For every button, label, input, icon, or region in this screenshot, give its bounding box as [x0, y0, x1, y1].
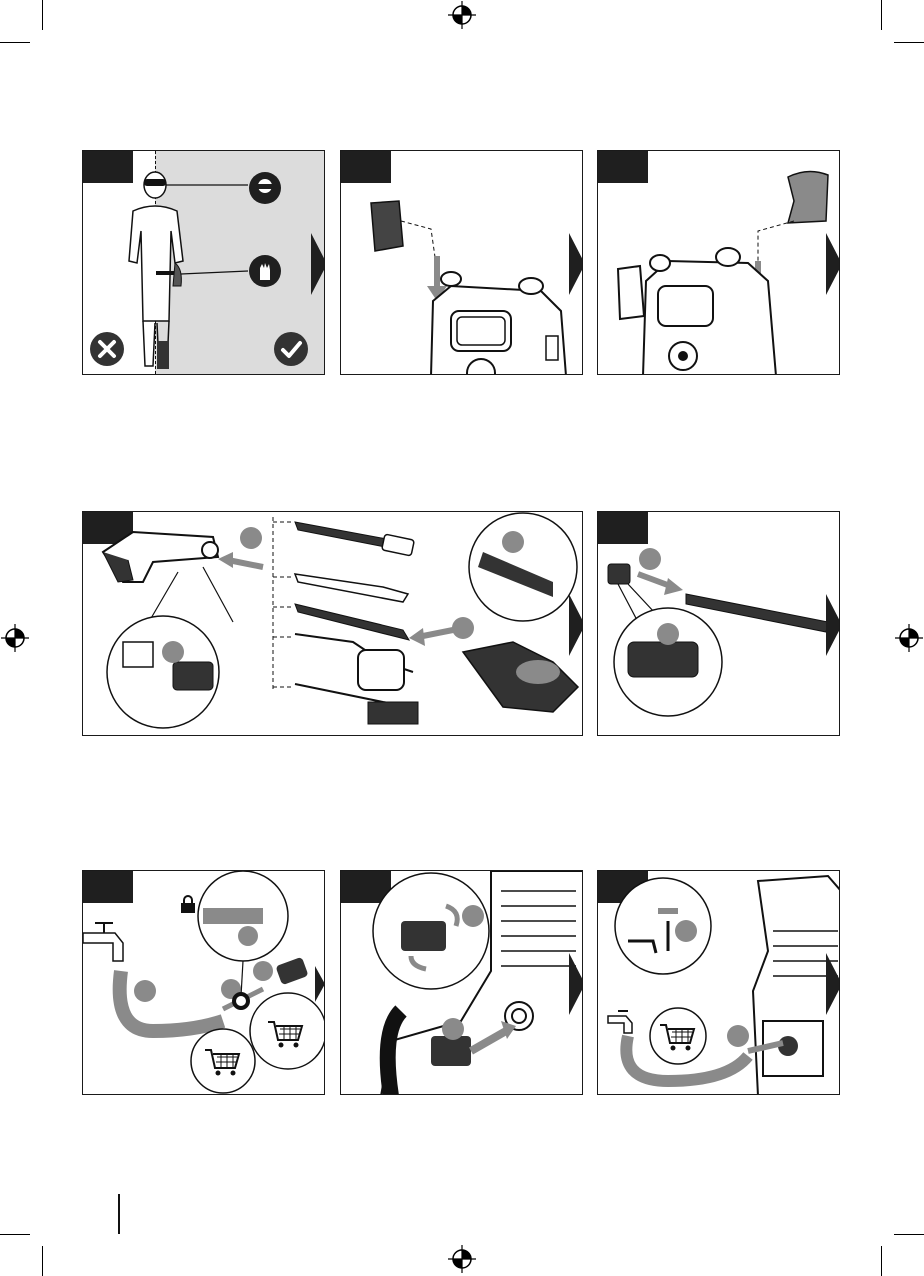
pressure-washer-body — [598, 151, 840, 375]
panel-attach-lance-extension — [597, 511, 840, 736]
arrow-right-icon — [315, 966, 325, 1002]
panel-attach-hose-holder — [340, 150, 583, 375]
lock-icon — [180, 895, 196, 913]
crop-mark — [881, 0, 882, 30]
check-circle-icon — [273, 331, 309, 367]
page-margin-bar — [118, 1194, 120, 1234]
arrow-right-icon — [569, 953, 583, 1015]
registration-mark-icon — [895, 624, 923, 652]
panel-attach-gun-holder — [597, 150, 840, 375]
panel-connect-lance-accessories — [82, 511, 583, 736]
crop-mark — [0, 1234, 30, 1235]
arrow-right-icon — [311, 233, 325, 295]
spray-gun-and-lances — [83, 512, 583, 736]
safety-goggles-icon — [248, 171, 282, 205]
panel-open-water-tap — [597, 870, 840, 1095]
safety-gloves-icon — [248, 254, 282, 288]
registration-mark-icon — [448, 1245, 476, 1273]
crop-mark — [42, 0, 43, 30]
panel-connect-garden-hose-adapter — [82, 870, 325, 1095]
arrow-right-icon — [569, 233, 583, 295]
crop-mark — [0, 42, 30, 43]
panel-safety-equipment — [82, 150, 325, 375]
arrow-right-icon — [826, 233, 840, 295]
shopping-cart-icon — [266, 1018, 306, 1050]
panel-connect-water-inlet — [340, 870, 583, 1095]
crop-mark — [894, 1234, 924, 1235]
tap-and-washer — [598, 871, 840, 1095]
arrow-right-icon — [826, 953, 840, 1015]
registration-mark-icon — [1, 624, 29, 652]
shopping-cart-icon — [203, 1046, 243, 1078]
pressure-washer-body — [341, 151, 583, 375]
crop-mark — [881, 1246, 882, 1276]
crop-mark — [42, 1246, 43, 1276]
water-inlet-closeup — [341, 871, 583, 1095]
arrow-right-icon — [826, 594, 840, 656]
arrow-right-icon — [569, 594, 583, 656]
registration-mark-icon — [448, 1, 476, 29]
lance-extension — [598, 512, 840, 736]
shopping-cart-icon — [658, 1021, 698, 1053]
cross-circle-icon — [89, 331, 125, 367]
crop-mark — [894, 42, 924, 43]
